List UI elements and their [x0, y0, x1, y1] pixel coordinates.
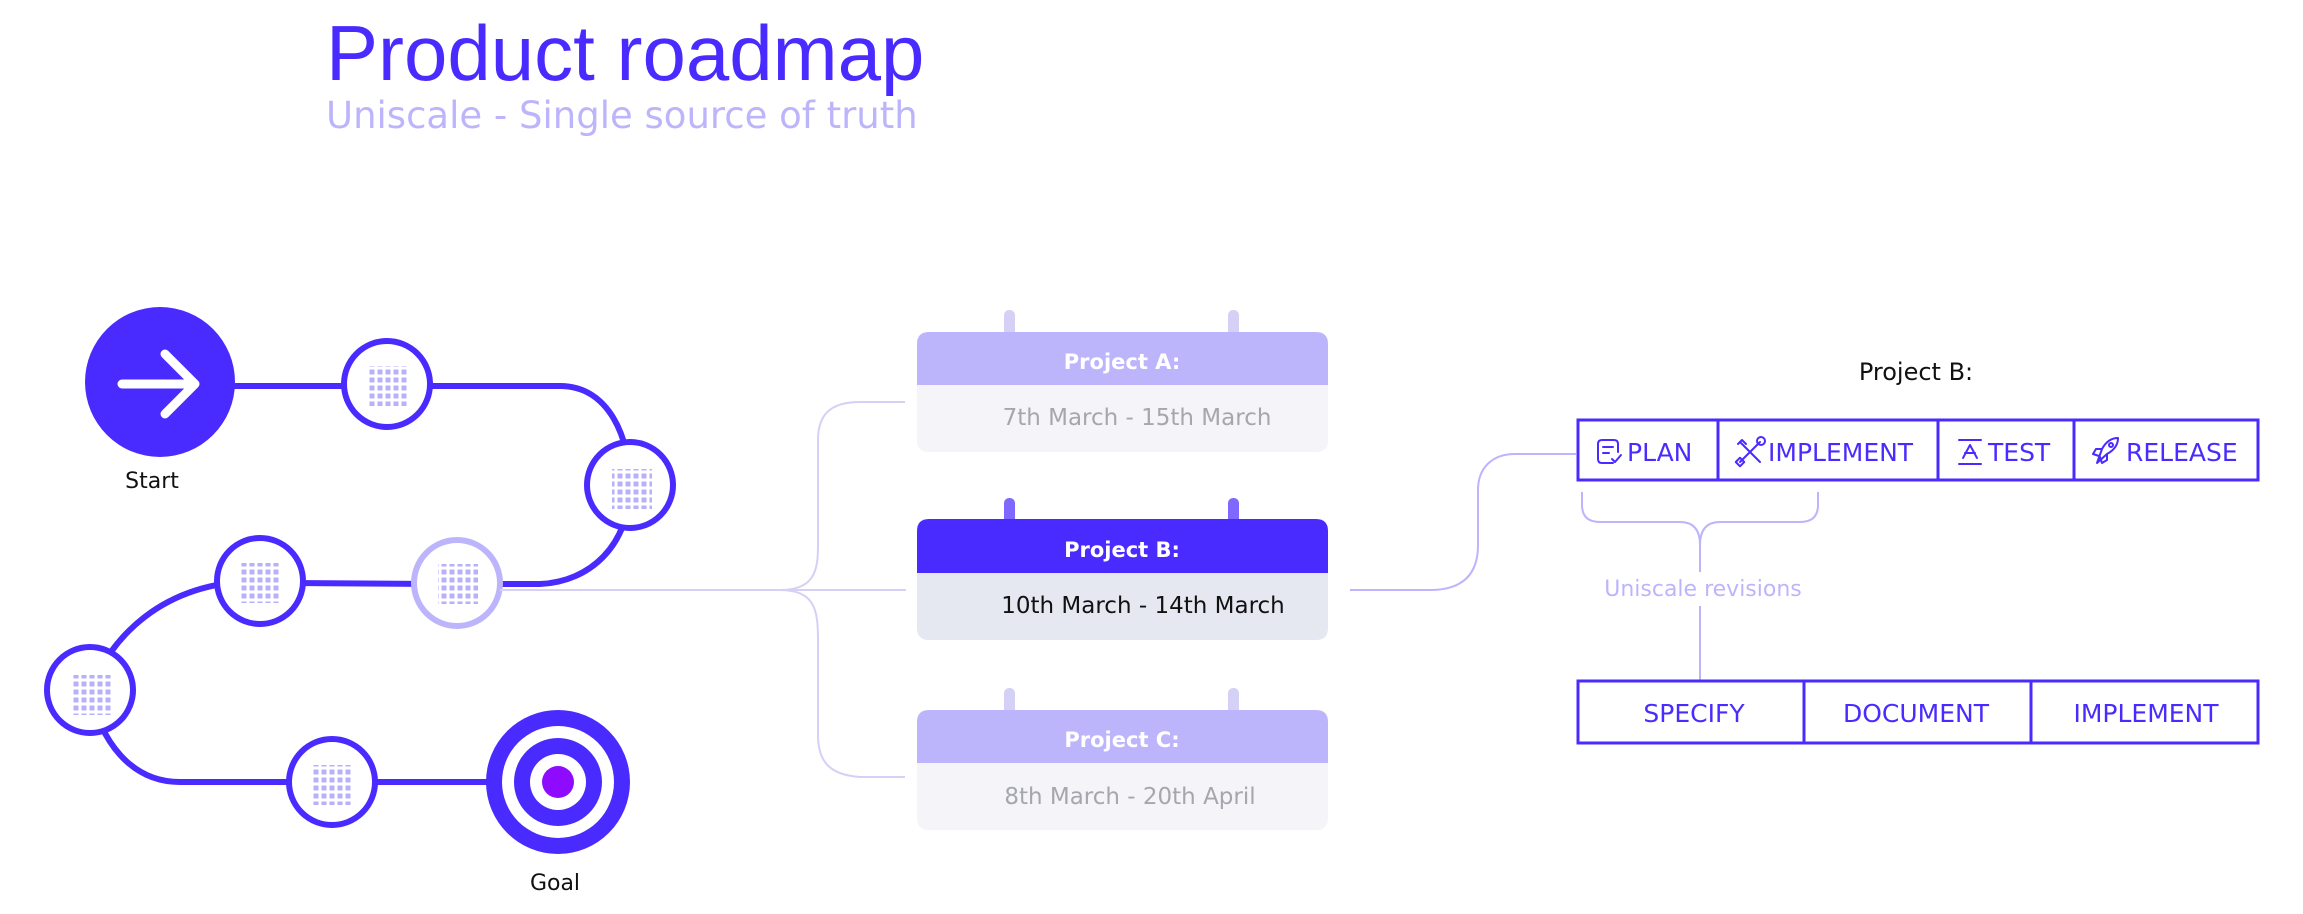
revision-steps-bar — [1576, 679, 2260, 745]
grid-icon — [312, 765, 352, 805]
milestone-node — [286, 736, 378, 828]
grid-icon — [367, 366, 407, 406]
phase-label: TEST — [1987, 438, 2051, 467]
revisions-label: Uniscale revisions — [1604, 577, 1802, 602]
tools-icon — [1734, 436, 1766, 468]
project-card[interactable]: Project C: 8th March - 20th April — [917, 688, 1328, 830]
start-label: Start — [125, 469, 179, 494]
goal-label: Goal — [530, 871, 580, 896]
milestone-node — [584, 439, 676, 531]
project-dates: 7th March - 15th March — [1003, 405, 1272, 431]
project-dates: 8th March - 20th April — [1004, 784, 1255, 810]
grid-icon — [438, 564, 478, 604]
revision-step-implement[interactable]: IMPLEMENT — [2073, 699, 2219, 728]
arrow-right-icon — [117, 349, 200, 419]
phase-label: IMPLEMENT — [1768, 438, 1914, 467]
detail-connector — [1350, 453, 1576, 591]
project-connectors — [500, 401, 906, 778]
milestone-node — [341, 338, 433, 430]
phase-plan[interactable]: PLAN — [1597, 438, 1692, 467]
milestone-node-current — [411, 537, 503, 629]
project-name: Project B: — [1064, 538, 1180, 562]
phase-label: PLAN — [1627, 438, 1692, 467]
target-icon — [486, 710, 630, 854]
grid-icon — [71, 675, 111, 715]
plan-icon — [1597, 439, 1622, 464]
start-node — [85, 307, 235, 457]
test-icon — [1958, 439, 1982, 465]
milestone-node — [44, 644, 136, 736]
revisions-brace — [1581, 492, 1819, 572]
grid-icon — [612, 469, 652, 509]
phase-label: RELEASE — [2126, 438, 2238, 467]
grid-icon — [240, 563, 280, 603]
project-card[interactable]: Project A: 7th March - 15th March — [917, 310, 1328, 452]
phases-bar — [1576, 418, 2260, 482]
project-dates: 10th March - 14th March — [1001, 593, 1285, 619]
revision-step-specify[interactable]: SPECIFY — [1643, 699, 1745, 728]
page-title: Product roadmap — [326, 9, 924, 97]
revision-step-document[interactable]: DOCUMENT — [1843, 699, 1990, 728]
phase-release[interactable]: RELEASE — [2092, 437, 2238, 467]
project-name: Project A: — [1064, 350, 1180, 374]
page-subtitle: Uniscale - Single source of truth — [326, 94, 918, 137]
project-name: Project C: — [1064, 728, 1179, 752]
milestone-node — [214, 535, 306, 627]
rocket-icon — [2092, 437, 2119, 464]
project-card-active[interactable]: Project B: 10th March - 14th March — [917, 498, 1328, 640]
phase-test[interactable]: TEST — [1958, 438, 2051, 467]
phase-implement[interactable]: IMPLEMENT — [1734, 436, 1914, 468]
detail-title: Project B: — [1859, 358, 1973, 386]
